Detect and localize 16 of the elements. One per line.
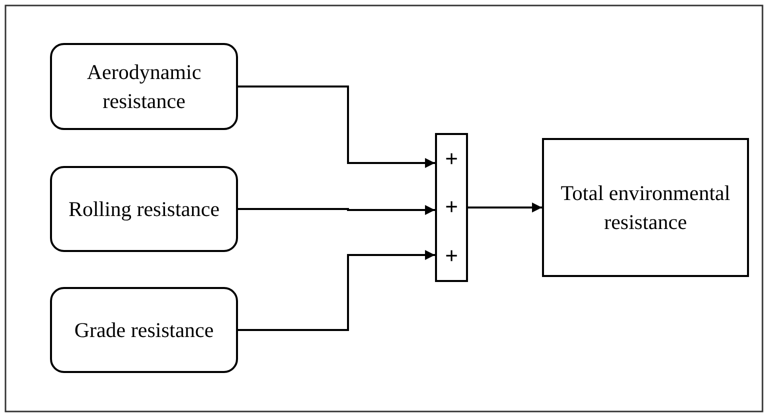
- input-box: [50, 287, 238, 373]
- input-box: [50, 166, 238, 252]
- box-label: Total environmental resistance: [560, 180, 732, 236]
- arrow: [238, 250, 435, 331]
- box-label: Aerodynamic resistance: [86, 59, 202, 114]
- output-box: [542, 138, 749, 277]
- box-label: Rolling resistance: [68, 196, 220, 223]
- arrow: [238, 205, 435, 215]
- summing-junction: [435, 133, 468, 282]
- box-label: Grade resistance: [74, 316, 214, 344]
- arrow: [238, 86, 435, 168]
- arrow: [468, 202, 542, 212]
- plus-sign: +: [445, 244, 458, 267]
- input-box: [50, 43, 238, 130]
- plus-sign: +: [445, 196, 458, 218]
- plus-sign: +: [445, 148, 458, 170]
